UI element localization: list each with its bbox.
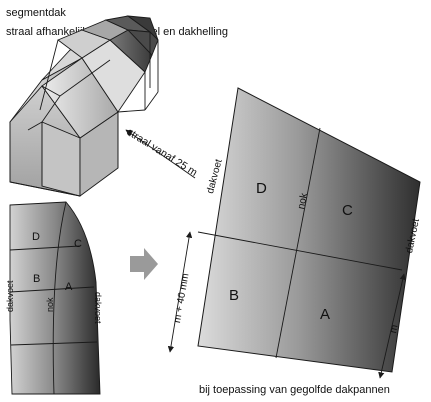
large-roof-diagram (197, 87, 421, 373)
small-segment-d: D (32, 231, 40, 243)
small-segment-b: B (33, 273, 41, 285)
small-roof-diagram (9, 201, 101, 395)
small-ridge-label: nok (45, 297, 55, 312)
large-segment-a: A (320, 306, 331, 323)
small-segment-c: C (74, 238, 82, 250)
left-dimension-line (167, 231, 193, 353)
diagram-title: segmentdak (6, 7, 66, 19)
small-right-edge-label: dakvoet (93, 292, 103, 324)
right-dimension-line (378, 273, 406, 379)
radius-arrow (125, 129, 196, 179)
caption: bij toepassing van gegolfde dakpannen (199, 384, 390, 396)
small-segment-a: A (65, 281, 73, 293)
house-illustration (9, 15, 159, 197)
transition-arrow (130, 248, 158, 280)
large-segment-b: B (229, 287, 240, 304)
large-segment-c: C (342, 202, 353, 219)
small-left-edge-label: dakvoet (5, 280, 15, 312)
large-segment-d: D (256, 180, 267, 197)
